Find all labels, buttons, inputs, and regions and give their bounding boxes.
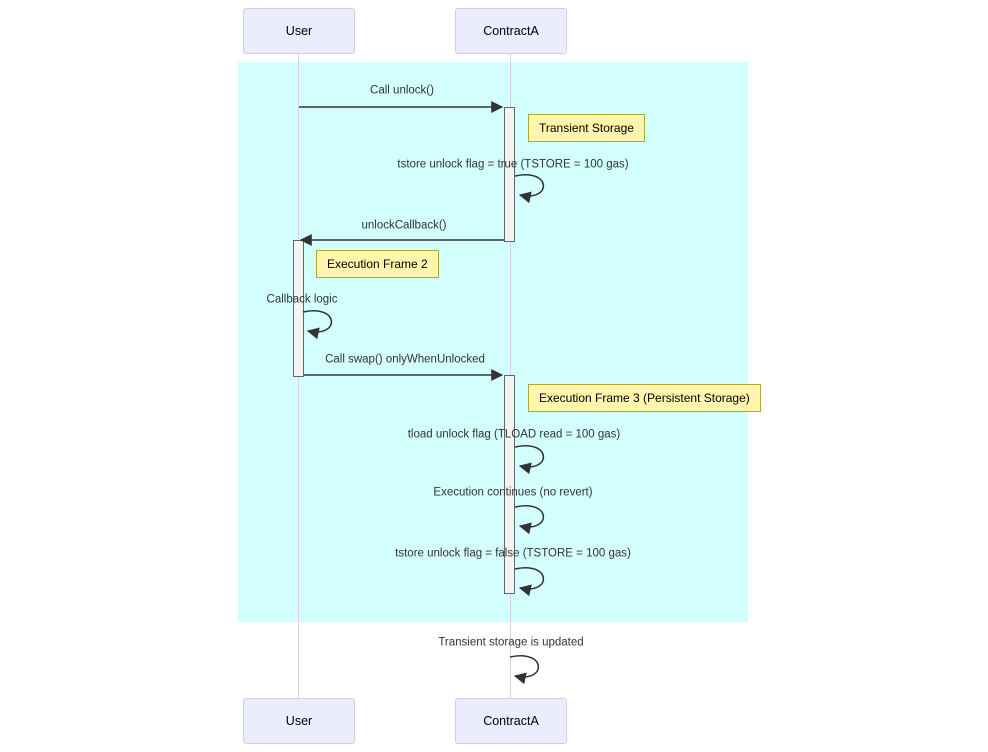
actor-contracta-top: ContractA xyxy=(455,8,567,54)
message-label-tload: tload unlock flag (TLOAD read = 100 gas) xyxy=(407,428,621,441)
message-label-transient-updated: Transient storage is updated xyxy=(438,636,584,649)
actor-user-top: User xyxy=(243,8,355,54)
message-label-unlock-callback: unlockCallback() xyxy=(361,219,447,232)
note-transient-storage: Transient Storage xyxy=(528,114,645,142)
activation-contracta-2 xyxy=(504,375,515,594)
message-label-callback-logic: Callback logic xyxy=(266,293,338,306)
highlight-region xyxy=(238,62,748,622)
message-label-tstore-true: tstore unlock flag = true (TSTORE = 100 … xyxy=(397,158,629,171)
activation-contracta-1 xyxy=(504,107,515,242)
note-execution-frame-2: Execution Frame 2 xyxy=(316,250,439,278)
self-loop-transient-updated xyxy=(509,655,540,685)
note-execution-frame-3: Execution Frame 3 (Persistent Storage) xyxy=(528,384,761,412)
activation-user xyxy=(293,240,304,377)
message-label-tstore-false: tstore unlock flag = false (TSTORE = 100… xyxy=(395,547,631,560)
actor-contracta-bottom: ContractA xyxy=(455,698,567,744)
actor-user-bottom: User xyxy=(243,698,355,744)
message-label-call-swap: Call swap() onlyWhenUnlocked xyxy=(325,353,485,366)
message-label-call-unlock: Call unlock() xyxy=(370,84,434,97)
message-label-execution-continues: Execution continues (no revert) xyxy=(433,486,593,499)
